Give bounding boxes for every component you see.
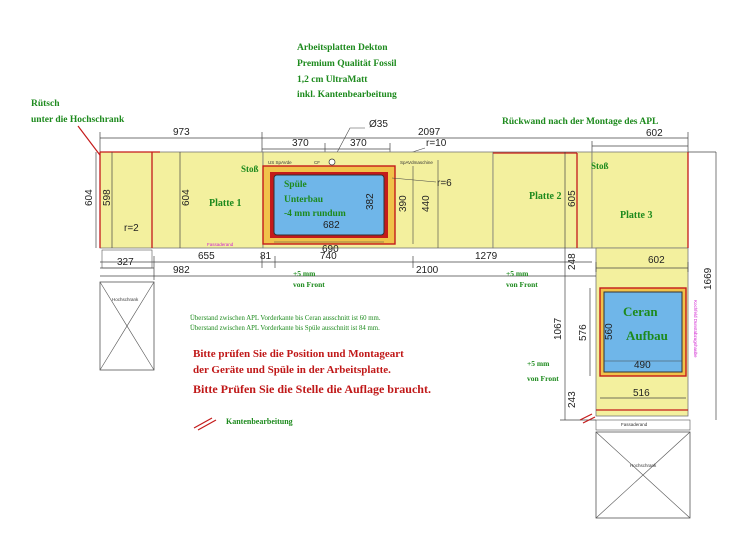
material-header: Arbeitsplatten Dekton Premium Qualität F… [297,43,397,100]
dim-243: 243 [567,391,578,408]
r6-leader [391,177,437,183]
note-ruetsch: Rütsch [31,99,60,109]
sink-height-382: 382 [365,193,376,210]
dim-2100: 2100 [416,265,439,276]
tap-hole [328,158,336,166]
header-line-2: Premium Qualität Fossil [297,59,397,69]
sink-label-3: -4 mm rundum [284,209,346,219]
note-ruetsch-2: unter die Hochschrank [31,115,125,125]
legend-edge-icon [193,417,217,431]
sink-cf-label: CF [314,160,320,165]
hochschrank-left-label: Hochschrank [112,297,139,302]
note-rueckwand: Rückwand nach der Montage des APL [502,117,658,127]
sink-basin [273,174,385,236]
dim-602-top: 602 [646,128,663,139]
check-note-2: der Geräte und Spüle in der Arbeitsplatt… [193,364,391,376]
sink-cutout [262,165,396,245]
sink-us-label: US SpAVde [268,160,292,165]
ceran-label-1: Ceran [623,304,658,319]
plate-2 [492,151,593,249]
dim-602-mid: 602 [648,255,665,266]
edge-processing-lines [99,151,689,411]
dim-982: 982 [173,265,190,276]
tall-cabinet-left [99,249,155,371]
ceran-height-560: 560 [604,323,615,340]
dim-diameter-35: Ø35 [369,119,388,130]
dim-516: 516 [633,388,650,399]
fassaderand-label: Fassaderand [207,242,234,247]
dim-1279: 1279 [475,251,498,262]
dim-1669: 1669 [703,267,714,290]
von-front-left: von Front [293,280,325,289]
stoss-left-label: Stoß [241,164,259,174]
dim-740: 740 [320,251,337,262]
plate-2-label: Platte 2 [529,191,562,202]
legend-kantenbearbeitung: Kantenbearbeitung [226,417,293,426]
dim-655: 655 [198,251,215,262]
dim-605: 605 [567,190,578,207]
dim-370-b: 370 [350,138,367,149]
ceran-cutout [599,287,687,377]
dim-973: 973 [173,127,190,138]
fassaderand-right-label: Fassaderand [621,422,648,427]
sink-width-682: 682 [323,220,340,231]
sink-spuel-label: SpAVdmaschine [400,160,433,165]
side-dimension-lines [95,151,717,420]
dim-440: 440 [421,195,432,212]
ceran-label-2: Aufbau [626,328,668,343]
check-note-1: Bitte prüfen Sie die Position und Montag… [193,348,404,360]
plus5-bottom: +5 mm [527,359,550,368]
dim-1067: 1067 [553,317,564,340]
dim-598: 598 [102,189,113,206]
dim-370-a: 370 [292,138,309,149]
header-line-3: 1,2 cm UltraMatt [297,75,368,85]
plus5-right: +5 mm [506,269,529,278]
dim-81: 81 [260,251,272,262]
tall-cabinet-right [595,419,691,519]
dim-r6: r=6 [437,178,452,189]
diameter-leader [332,127,365,161]
plate-1 [99,151,264,249]
sink-dim-lines [274,160,439,248]
plate-1-label: Platte 1 [209,198,242,209]
dim-604-plate1: 604 [181,189,192,206]
ueberstand-spuele-note: Überstand zwischen APL Vorderkante bis S… [190,325,380,332]
sink-label-1: Spüle [284,180,307,190]
dim-604-left: 604 [84,189,95,206]
dim-r10: r=10 [426,138,447,149]
ceran-width-490: 490 [634,360,651,371]
check-note-3: Bitte Prüfen Sie die Stelle die Auflage … [193,382,431,396]
hochschrank-right-label: Hochschrank [630,463,657,468]
sink-outer-690: 690 [322,244,339,255]
edge-marks [579,413,596,424]
sink-label-2: Unterbau [284,195,324,205]
dim-r2: r=2 [124,223,139,234]
von-front-right: von Front [506,280,538,289]
ceran-side-label: Kochfeld Dunstabzugshaube [693,300,698,358]
dim-327: 327 [117,257,134,268]
dim-2097: 2097 [418,127,441,138]
header-line-4: inkl. Kantenbearbeitung [297,90,397,100]
plus5-left: +5 mm [293,269,316,278]
sink-outer-390: 390 [398,195,409,212]
ueberstand-ceran-note: Überstand zwischen APL Vorderkante bis C… [190,315,381,322]
dim-576: 576 [578,324,589,341]
header-line-1: Arbeitsplatten Dekton [297,43,388,53]
plate3-dim-lines [595,262,689,272]
stoss-right-label: Stoß [591,161,609,171]
ceran-leg-dim-lines [560,248,686,421]
dim-248: 248 [567,253,578,270]
plate-3-label: Platte 3 [620,210,653,221]
top-dimension-lines [99,132,689,160]
von-front-bottom: von Front [527,374,559,383]
